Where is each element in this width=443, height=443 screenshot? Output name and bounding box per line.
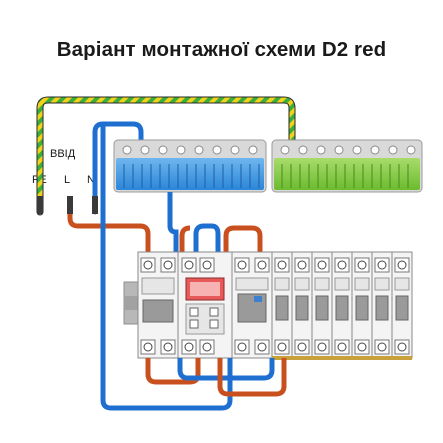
circuit-breaker: [391, 251, 413, 359]
circuit-breaker: [331, 251, 353, 359]
neutral-bottom-wire-2: [177, 358, 275, 381]
neutral-bottom-wire: [100, 124, 233, 411]
neutral-input-wire: [92, 121, 144, 215]
main-breaker: [137, 251, 179, 359]
line-input-wire: [67, 209, 151, 255]
neutral-wire-2: [193, 223, 221, 252]
device-row: [137, 251, 413, 360]
l-label: L: [64, 174, 71, 186]
circuit-breaker: [311, 251, 333, 359]
line-bottom-wire-2: [217, 358, 287, 397]
line-jumper-1: [179, 225, 191, 252]
n-input-terminal: [92, 196, 98, 214]
input-label: ВВІД: [50, 148, 76, 160]
voltage-relay: [177, 251, 233, 359]
circuit-breaker: [351, 251, 373, 359]
rcd-device: [231, 251, 273, 359]
circuit-breaker: [291, 251, 313, 359]
comb-busbar: [272, 356, 412, 360]
pe-busbar: [271, 139, 423, 193]
circuit-breaker: [371, 251, 393, 359]
line-jumper-2: [223, 225, 263, 252]
neutral-busbar: [113, 139, 267, 193]
pe-input-terminal: [37, 196, 43, 214]
neutral-wire-1: [167, 192, 179, 252]
diagram-title: Варіант монтажної схеми D2 red: [56, 38, 387, 61]
circuit-breaker: [271, 251, 293, 359]
n-label: N: [87, 174, 95, 186]
l-input-terminal: [67, 196, 73, 214]
